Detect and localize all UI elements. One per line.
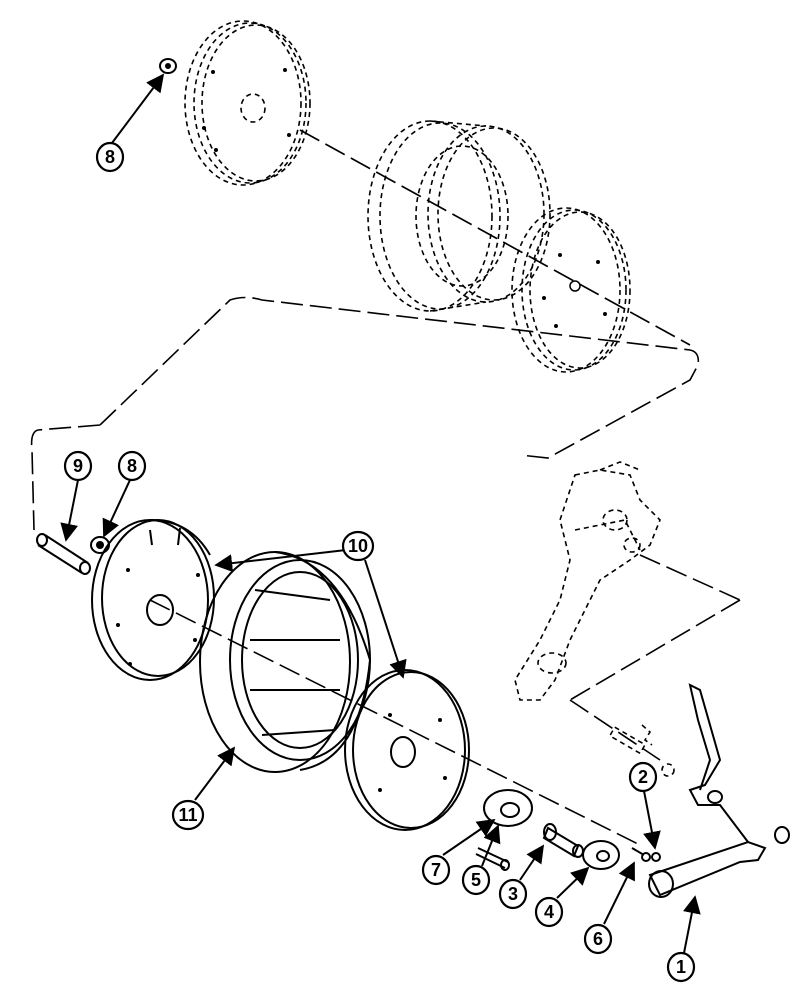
part-arm — [648, 683, 790, 898]
callout-label: 8 — [105, 147, 115, 167]
callout-3: 3 — [498, 844, 545, 910]
callout-8-top: 8 — [95, 73, 165, 173]
callout-label: 5 — [471, 870, 481, 890]
callout-label: 8 — [127, 456, 137, 476]
part-washer — [483, 789, 533, 827]
callout-6: 6 — [583, 861, 635, 955]
callout-2: 2 — [628, 761, 661, 850]
callout-label: 7 — [431, 860, 441, 880]
callout-5: 5 — [461, 824, 501, 896]
part-screw — [631, 847, 651, 862]
callout-label: 6 — [593, 929, 603, 949]
phantom-boundary — [30, 296, 700, 531]
callout-1: 1 — [666, 895, 701, 983]
callout-label: 9 — [73, 456, 83, 476]
callout-label: 3 — [508, 884, 518, 904]
ghost-nut — [159, 58, 177, 74]
part-bolt — [475, 847, 510, 871]
callout-9: 9 — [60, 450, 93, 542]
callout-label: 4 — [544, 902, 554, 922]
callout-11: 11 — [171, 746, 236, 831]
part-bearing-plate — [582, 840, 620, 870]
part-nut — [90, 536, 110, 554]
part-tire — [199, 551, 372, 773]
callout-label: 2 — [638, 767, 648, 787]
part-rear-wheel-disc — [91, 519, 215, 681]
ghost-front-disc — [511, 207, 631, 373]
ghost-wheel-assembly — [159, 20, 691, 373]
callout-label: 1 — [676, 957, 686, 977]
ghost-tire — [367, 120, 551, 312]
ghost-mount-bracket — [514, 461, 741, 777]
callout-10: 10 — [214, 530, 407, 679]
part-hub — [542, 823, 584, 858]
part-pin — [36, 533, 91, 575]
callout-label: 10 — [348, 536, 368, 556]
part-fitting — [651, 852, 661, 862]
callout-4: 4 — [534, 866, 590, 928]
callout-8-mid: 8 — [102, 450, 147, 538]
ghost-rear-disc — [184, 20, 311, 186]
callout-label: 11 — [178, 805, 197, 825]
